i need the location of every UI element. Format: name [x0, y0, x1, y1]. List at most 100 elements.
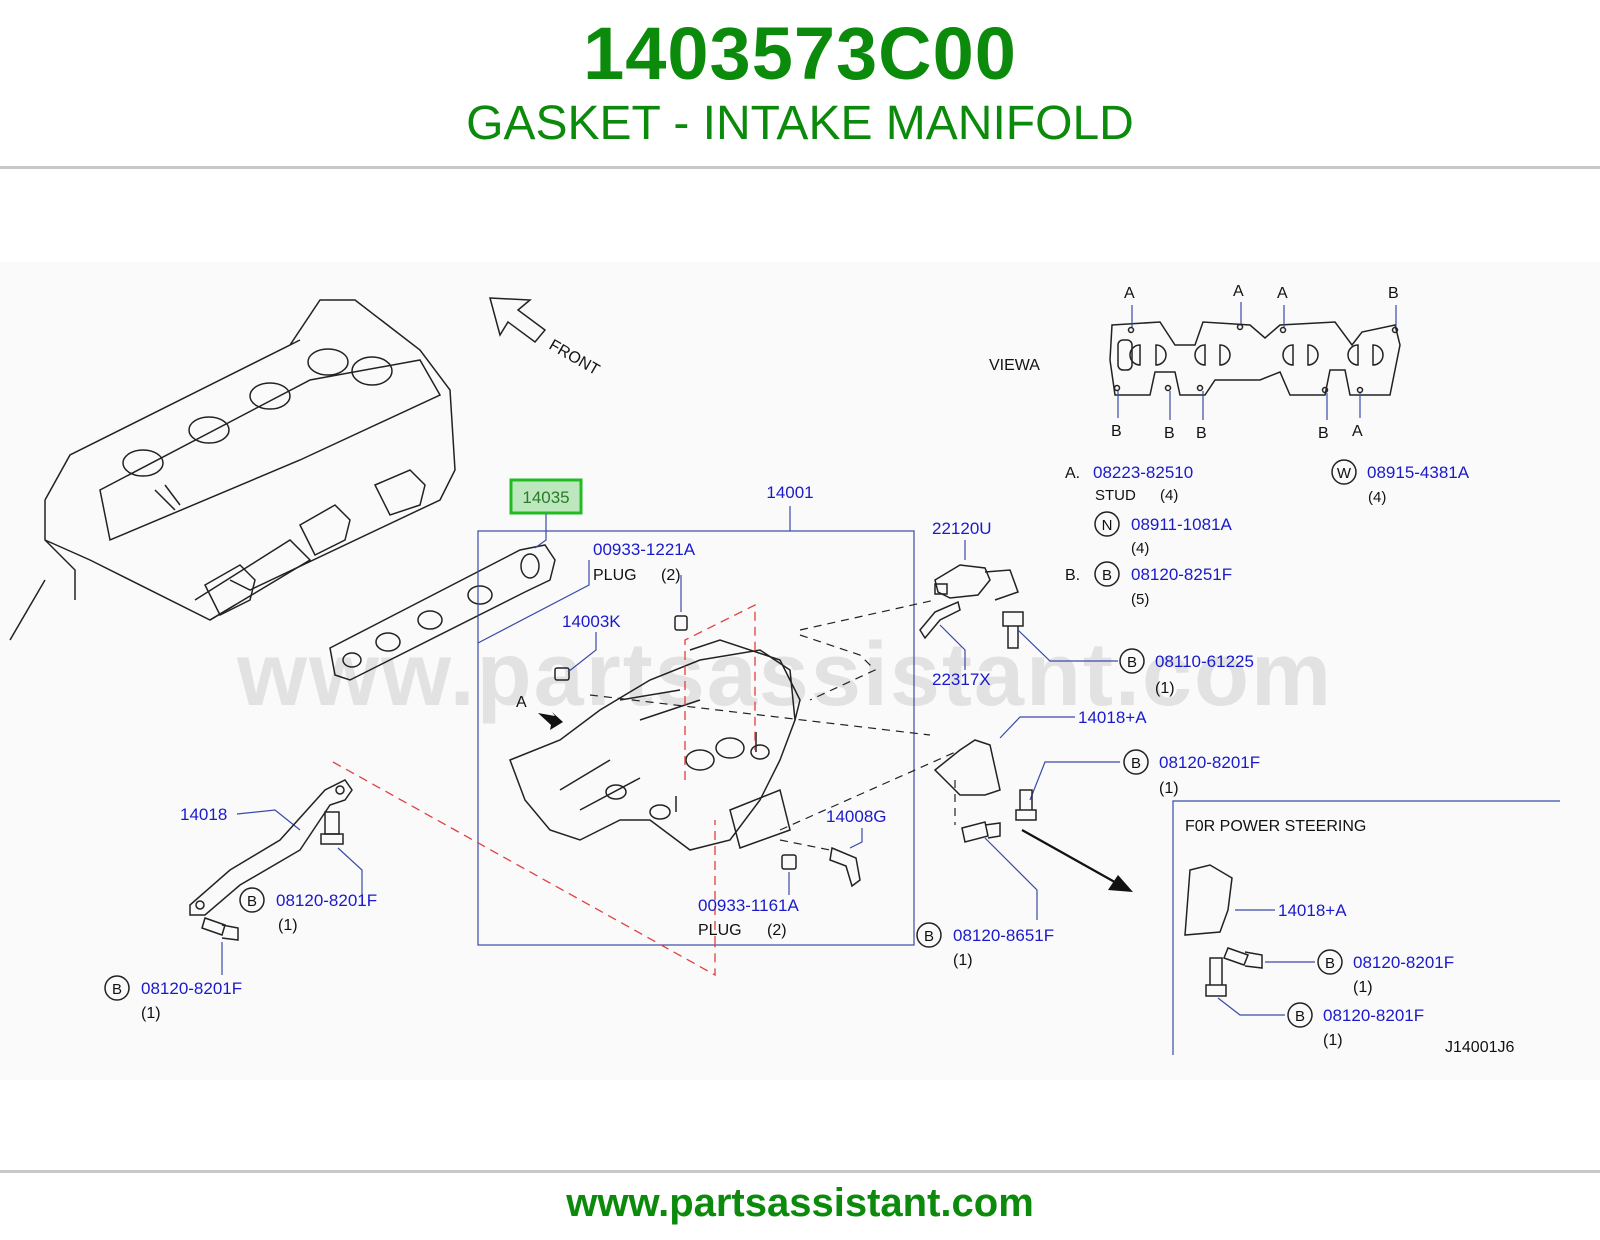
callout-00933-1221a[interactable]: 00933-1221A [593, 540, 696, 559]
inset-circle-b-lower-letter: B [1295, 1008, 1305, 1025]
callout-8201f-left-qty: (1) [141, 1005, 161, 1022]
front-arrow: FRONT [489, 297, 602, 379]
highlighted-part-box[interactable] [509, 478, 583, 515]
bolt-8651f-drawing [961, 821, 1001, 843]
inset-callout-14018a[interactable]: 14018+A [1278, 901, 1347, 920]
legend-w-letter: W [1337, 465, 1352, 482]
inset-title: F0R POWER STEERING [1185, 818, 1366, 835]
callout-08120-8201f-left[interactable]: 08120-8201F [141, 979, 242, 998]
circle-b-8651f [916, 922, 942, 948]
inset-bolt-lower-drawing [1205, 957, 1227, 997]
inset-circle-b-upper-letter: B [1325, 955, 1335, 972]
black-guide-lines [589, 599, 961, 851]
legend-b-part[interactable]: 08120-8251F [1131, 565, 1232, 584]
legend-b-qty: (5) [1131, 591, 1149, 608]
intake-manifold-drawing [509, 639, 801, 851]
inset-bracket-drawing [1184, 864, 1233, 936]
highlighted-part-label[interactable]: 14035 [522, 488, 569, 507]
legend-w-circle [1331, 459, 1357, 485]
legend-n-circle [1094, 511, 1120, 537]
bolt-08110-61225-drawing [1002, 611, 1024, 649]
legend-n-part[interactable]: 08911-1081A [1131, 515, 1232, 534]
callout-08110-qty: (1) [1155, 680, 1175, 697]
sensor-22120u-drawing [934, 564, 1019, 601]
callout-08110-61225[interactable]: 08110-61225 [1155, 652, 1254, 671]
parts-diagram: www.partsassistant.com FRONT 14035 14001 [0, 262, 1600, 1080]
callout-plug2-label: PLUG [698, 922, 742, 939]
callout-22120u[interactable]: 22120U [932, 519, 992, 538]
view-a-gasket-drawing [1109, 321, 1401, 396]
watermark-text: www.partsassistant.com [236, 625, 1333, 725]
callout-08120-8651f[interactable]: 08120-8651F [953, 926, 1054, 945]
callout-14018[interactable]: 14018 [180, 805, 227, 824]
callout-00933-1161a[interactable]: 00933-1161A [698, 896, 799, 915]
view-top-letter-3: A [1277, 285, 1288, 302]
callout-plug-label: PLUG [593, 567, 637, 584]
circle-b-08110-letter: B [1127, 654, 1137, 671]
callout-8201f-right-qty: (1) [1159, 780, 1179, 797]
view-bottom-letter-4: B [1318, 425, 1329, 442]
diagram-ref-code: J14001J6 [1445, 1039, 1514, 1056]
header-divider [0, 166, 1600, 169]
inset-frame [1172, 800, 1560, 1055]
inset-bolt-upper-drawing [1223, 947, 1263, 969]
circle-b-8201f-left-letter: B [112, 981, 122, 998]
sleeve-icon [554, 667, 570, 681]
footer-url-link[interactable]: www.partsassistant.com [566, 1181, 1034, 1225]
view-bottom-letter-2: B [1164, 425, 1175, 442]
legend-w-part[interactable]: 08915-4381A [1367, 463, 1470, 482]
callout-08120-8201f-right[interactable]: 08120-8201F [1159, 753, 1260, 772]
red-guide-lines [332, 603, 756, 977]
arrow-a-label: A [516, 694, 527, 711]
view-a-leader-lines [1117, 302, 1397, 420]
circle-b-8651f-letter: B [924, 928, 934, 945]
part-number-heading: 1403573C00 [583, 12, 1017, 95]
callout-8201f-mid-qty: (1) [278, 917, 298, 934]
callout-14003k[interactable]: 14003K [562, 612, 621, 631]
legend-n-qty: (4) [1131, 540, 1149, 557]
bracket-14018a-drawing [933, 739, 1001, 796]
inset-callout-8201f-upper[interactable]: 08120-8201F [1353, 953, 1454, 972]
legend-w-qty: (4) [1368, 489, 1386, 506]
circle-b-8201f-left [104, 975, 130, 1001]
circle-b-8201f-right-letter: B [1131, 755, 1141, 772]
circle-b-8201f-mid-letter: B [247, 893, 257, 910]
callout-14018a[interactable]: 14018+A [1078, 708, 1147, 727]
legend-a-name: STUD [1095, 487, 1136, 504]
inset-8201f-lower-qty: (1) [1323, 1032, 1343, 1049]
gasket-drawing [329, 544, 556, 681]
inset-circle-b-lower [1287, 1002, 1313, 1028]
bracket-22317x-drawing [919, 600, 961, 640]
plug-bottom-icon [781, 854, 797, 870]
footer-divider [0, 1170, 1600, 1173]
bolt-14018-upper-drawing [320, 811, 344, 845]
legend-b-circle [1094, 561, 1120, 587]
inset-callout-8201f-lower[interactable]: 08120-8201F [1323, 1006, 1424, 1025]
view-bottom-letter-3: B [1196, 425, 1207, 442]
inset-circle-b-upper [1317, 949, 1343, 975]
bolt-14018-lower-drawing [201, 917, 239, 941]
bolt-8201f-right-drawing [1015, 789, 1037, 821]
cylinder-head-drawing [9, 299, 456, 641]
circle-b-08110 [1119, 648, 1145, 674]
view-bottom-letter-5: A [1352, 423, 1363, 440]
legend-b-letter: B [1102, 567, 1112, 584]
inset-pointer-arrowhead [1108, 875, 1133, 892]
callout-08120-8201f-mid[interactable]: 08120-8201F [276, 891, 377, 910]
callout-14008g[interactable]: 14008G [826, 807, 887, 826]
legend-a-part[interactable]: 08223-82510 [1093, 463, 1193, 482]
callout-plug2-qty: (2) [767, 922, 787, 939]
inset-pointer-line [1021, 829, 1121, 886]
circle-b-8201f-mid [239, 887, 265, 913]
diagram-svg: www.partsassistant.com FRONT 14035 14001 [9, 283, 1560, 1056]
callout-22317x[interactable]: 22317X [932, 670, 991, 689]
legend-n-letter: N [1102, 517, 1113, 534]
front-label: FRONT [546, 337, 602, 379]
stay-14018-drawing [189, 779, 353, 916]
legend-b-prefix: B. [1065, 567, 1080, 584]
arrow-a-icon [538, 712, 563, 730]
part-name-heading: GASKET - INTAKE MANIFOLD [466, 97, 1134, 150]
callout-14001[interactable]: 14001 [766, 483, 813, 502]
legend-a-prefix: A. [1065, 465, 1080, 482]
plug-top-icon [674, 615, 688, 631]
